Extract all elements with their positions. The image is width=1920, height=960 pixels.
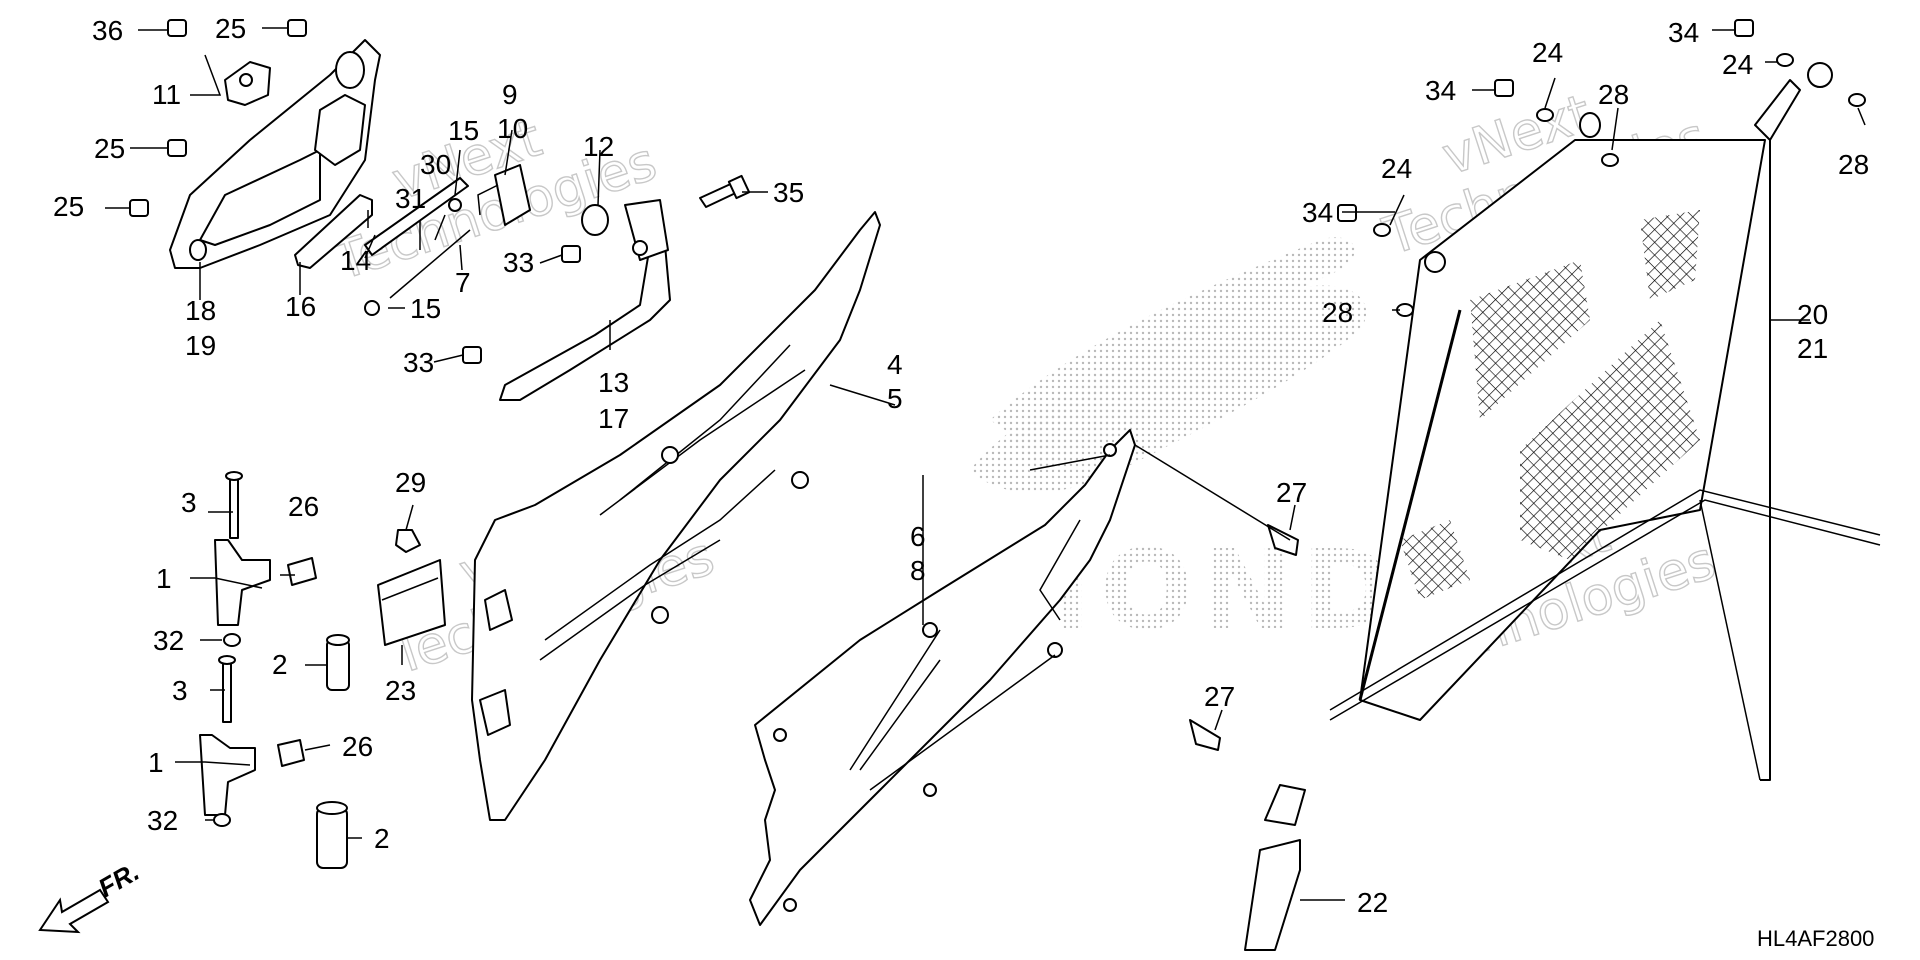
callout-label: 14: [340, 245, 371, 276]
lower-panel-part: [749, 429, 1136, 926]
callout-label: 2: [272, 649, 288, 680]
front-direction-arrow-icon: [38, 888, 110, 934]
callout-label: 11: [152, 79, 181, 110]
callout-label: 24: [1722, 49, 1753, 80]
hinge-bracket-lower: [199, 655, 305, 827]
bolt-27a: [1267, 524, 1299, 556]
washer-24c: [1373, 223, 1391, 237]
callout-label: 17: [598, 403, 629, 434]
callout-label: 33: [503, 247, 534, 278]
bolt-33a: [561, 245, 581, 263]
diagram-code: HL4AF2800: [1757, 926, 1874, 951]
callout-label: 10: [497, 113, 528, 144]
callout-label: 24: [1532, 37, 1563, 68]
callout-label: 4: [887, 349, 903, 380]
callout-label: 18: [185, 295, 216, 326]
bolt-34b: [1734, 19, 1754, 37]
callout-label: 27: [1204, 681, 1235, 712]
latch-bracket-part: [499, 199, 671, 401]
callout-label: 27: [1276, 477, 1307, 508]
clip-part: [224, 61, 271, 106]
callout-label: 12: [583, 131, 614, 162]
callout-label: 3: [172, 675, 188, 706]
washer-28b: [1848, 93, 1866, 107]
washer-28a: [1601, 153, 1619, 167]
callout-label: 6: [910, 521, 926, 552]
cover-part: [294, 194, 373, 282]
callout-label: 25: [53, 191, 84, 222]
pad-23: [377, 559, 446, 646]
callout-label: 25: [215, 13, 246, 44]
bolt-36: [167, 19, 187, 37]
hinge-bracket-upper: [214, 471, 317, 647]
callout-label: 28: [1838, 149, 1869, 180]
callout-label: 9: [502, 79, 518, 110]
bolt-34c: [1337, 204, 1357, 222]
door-panel-part: [471, 211, 881, 821]
collar-lower: [316, 801, 348, 869]
callout-label: 26: [342, 731, 373, 762]
callout-label: 2: [374, 823, 390, 854]
callout-label: 13: [598, 367, 629, 398]
callout-label: 23: [385, 675, 416, 706]
bolt-35: [699, 174, 751, 208]
callout-label: 34: [1425, 75, 1456, 106]
callout-label: 33: [403, 347, 434, 378]
callout-label: 16: [285, 291, 316, 322]
callout-label: 36: [92, 15, 123, 46]
callout-label: 3: [181, 487, 197, 518]
handle-bracket-part: [169, 39, 381, 269]
callout-label: 25: [94, 133, 125, 164]
callout-label: 15: [410, 293, 441, 324]
clip-29: [395, 529, 421, 553]
callout-label: 1: [148, 747, 164, 778]
bolt-34a: [1494, 79, 1514, 97]
callout-label: 20: [1797, 299, 1828, 330]
callout-label: 15: [448, 115, 479, 146]
callout-label: 8: [910, 555, 926, 586]
callout-label: 30: [420, 149, 451, 180]
callout-label: 28: [1598, 79, 1629, 110]
callout-label: 5: [887, 383, 903, 414]
callout-label: 29: [395, 467, 426, 498]
bolt-25c: [129, 199, 149, 217]
callout-label: 26: [288, 491, 319, 522]
washer-24b: [1776, 53, 1794, 67]
callout-label: 34: [1302, 197, 1333, 228]
callout-label: 35: [773, 177, 804, 208]
side-net-part: [1244, 62, 1881, 951]
rod-part: [364, 177, 471, 316]
bolt-33b: [462, 346, 482, 364]
callout-label: 32: [147, 805, 178, 836]
bolt-25b: [167, 139, 187, 157]
callout-label: 24: [1381, 153, 1412, 184]
bolt-27b: [1189, 719, 1221, 751]
callout-label: 32: [153, 625, 184, 656]
callout-label: 7: [455, 267, 471, 298]
brand-wing-watermark: [970, 237, 1367, 493]
callout-label: 31: [395, 183, 426, 214]
collar-upper: [326, 634, 350, 691]
callout-labels: 36 25 11 25 25 18 19 16 14 30 31 15 9 10…: [53, 13, 1869, 918]
bolt-25a: [287, 19, 307, 37]
callout-label: 34: [1668, 17, 1699, 48]
callout-label: 22: [1357, 887, 1388, 918]
washer-24a: [1536, 108, 1554, 122]
callout-label: 21: [1797, 333, 1828, 364]
leader-lines: [105, 27, 1866, 901]
callout-label: 28: [1322, 297, 1353, 328]
callout-label: 19: [185, 330, 216, 361]
callout-label: 1: [156, 563, 172, 594]
latch-part: [477, 164, 531, 226]
